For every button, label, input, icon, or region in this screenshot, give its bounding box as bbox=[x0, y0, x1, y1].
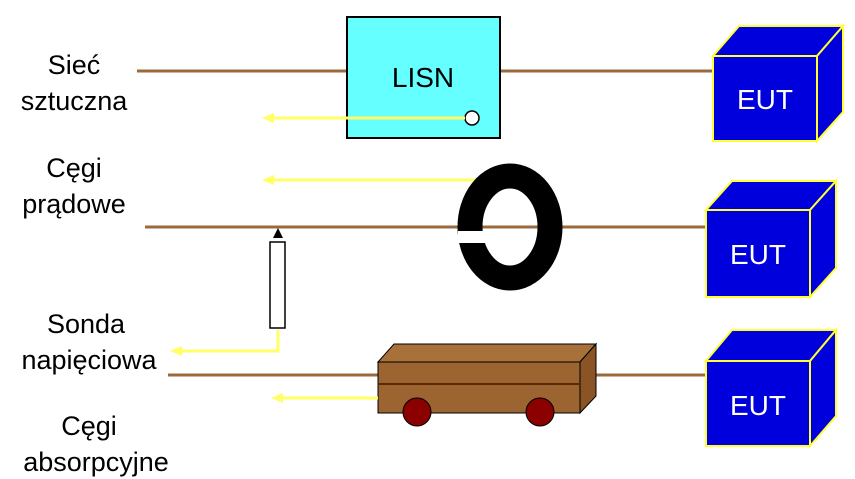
voltage-probe-icon bbox=[269, 228, 286, 329]
eut-cube-icon-2: EUT bbox=[703, 178, 839, 300]
sonda-label-line2: napięciowa bbox=[21, 345, 157, 375]
cegi-abs-label-line1: Cęgi bbox=[61, 411, 117, 441]
absorbing-clamp-cart-icon bbox=[376, 342, 598, 427]
eut-cube-icon-1: EUT bbox=[710, 23, 846, 144]
lisn-label: LISN bbox=[392, 62, 454, 93]
cegi-pradowe-label-line1: Cęgi bbox=[46, 153, 102, 183]
eut-label-3: EUT bbox=[730, 390, 786, 421]
signal-arrow-row1 bbox=[262, 113, 465, 123]
sonda-label-line1: Sonda bbox=[47, 309, 126, 339]
eut-cube-icon-3: EUT bbox=[703, 327, 839, 449]
cegi-pradowe-label-line2: prądowe bbox=[22, 189, 126, 219]
lisn-port-icon bbox=[464, 110, 480, 126]
siec-label-line1: Sieć bbox=[48, 50, 101, 80]
signal-arrow-row3 bbox=[271, 393, 378, 403]
siec-label-line2: sztuczna bbox=[21, 86, 129, 116]
eut-label-1: EUT bbox=[737, 84, 793, 115]
lisn-box: LISN bbox=[346, 16, 501, 139]
cegi-abs-label-line2: absorpcyjne bbox=[23, 447, 169, 477]
signal-arrow-probe bbox=[170, 330, 280, 356]
eut-label-2: EUT bbox=[730, 239, 786, 270]
signal-arrow-row2 bbox=[262, 175, 496, 185]
current-clamp-ring-icon bbox=[457, 163, 563, 291]
